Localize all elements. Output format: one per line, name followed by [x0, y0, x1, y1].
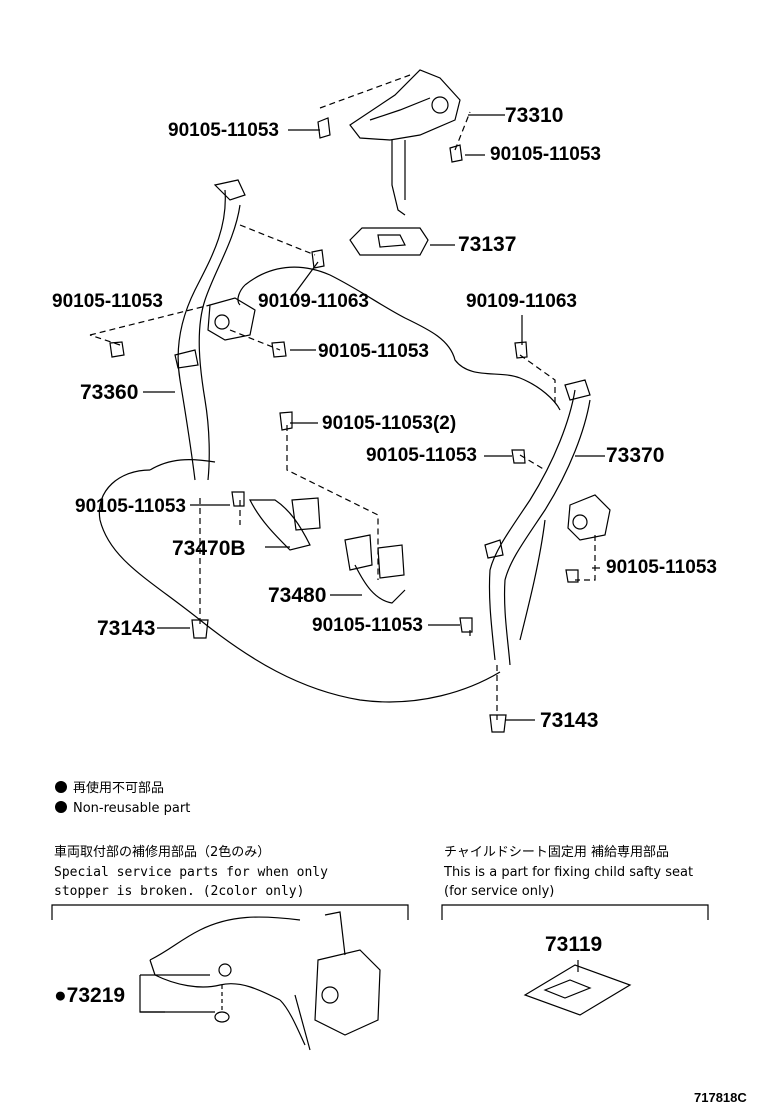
section-right-en-2: (for service only) — [444, 884, 555, 899]
cover-73137 — [349, 227, 429, 256]
part-label-90109-right: 90109-11063 — [466, 291, 577, 312]
diagram-code: 717818C — [694, 1090, 747, 1105]
belt-73370 — [488, 389, 576, 661]
legend-jp: 再使用不可部品 — [55, 781, 164, 797]
part-label-73480: 73480 — [268, 584, 327, 607]
stopper-detail-belt — [149, 916, 301, 961]
part-label-73370: 73370 — [606, 444, 665, 467]
legend-jp-text: 再使用不可部品 — [73, 781, 165, 796]
bolts — [109, 117, 579, 733]
bullet-icon — [55, 801, 67, 813]
part-label-73470b: 73470B — [172, 537, 246, 560]
section-right-en-1: This is a part for fixing child safty se… — [444, 865, 694, 880]
part-label-90105-top-left: 90105-11053 — [168, 120, 279, 141]
retractor-73310-body — [349, 69, 461, 141]
legend-en-text: Non-reusable part — [73, 801, 191, 816]
part-label-73360: 73360 — [80, 381, 139, 404]
seat-cushion-outline — [98, 469, 501, 703]
part-label-90109-mid: 90109-11063 — [258, 291, 369, 312]
retractor-left — [207, 297, 256, 341]
part-label-90105-bottom: 90105-11053 — [312, 615, 423, 636]
part-label-90105-top-right: 90105-11053 — [490, 144, 601, 165]
part-label-90105-left: 90105-11053 — [52, 291, 163, 312]
section-left-jp: 車両取付部の補修用部品（2色のみ） — [54, 845, 271, 860]
legend-en: Non-reusable part — [55, 801, 190, 817]
part-label-90105-2: 90105-11053(2) — [322, 413, 457, 434]
part-label-90105-lower-right: 90105-11053 — [606, 557, 717, 578]
child-seat-part-73119 — [523, 964, 632, 1016]
retractor-right — [567, 494, 611, 541]
part-label-90105-right-mid: 90105-11053 — [366, 445, 477, 466]
section-left-en-1: Special service parts for when only — [54, 865, 328, 880]
bullet-icon — [55, 781, 67, 793]
part-label-73143-right: 73143 — [540, 709, 599, 732]
buckle-73470b — [249, 499, 311, 551]
seat-back-outline — [244, 266, 561, 411]
part-label-73143-left: 73143 — [97, 617, 156, 640]
buckle-73480 — [344, 534, 373, 571]
belt-73360 — [177, 189, 226, 481]
section-left-en-2: stopper is broken. (2color only) — [54, 884, 305, 899]
retractor-detail — [314, 949, 381, 1036]
part-label-73137: 73137 — [458, 233, 517, 256]
part-label-90105-lower-left: 90105-11053 — [75, 496, 186, 517]
section-right-jp: チャイルドシート固定用 補給専用部品 — [444, 845, 670, 860]
part-label-73310: 73310 — [505, 104, 564, 127]
part-label-73219-text: ●73219 — [54, 984, 126, 1007]
part-label-90105-mid: 90105-11053 — [318, 341, 429, 362]
part-label-73119: 73119 — [545, 933, 603, 956]
